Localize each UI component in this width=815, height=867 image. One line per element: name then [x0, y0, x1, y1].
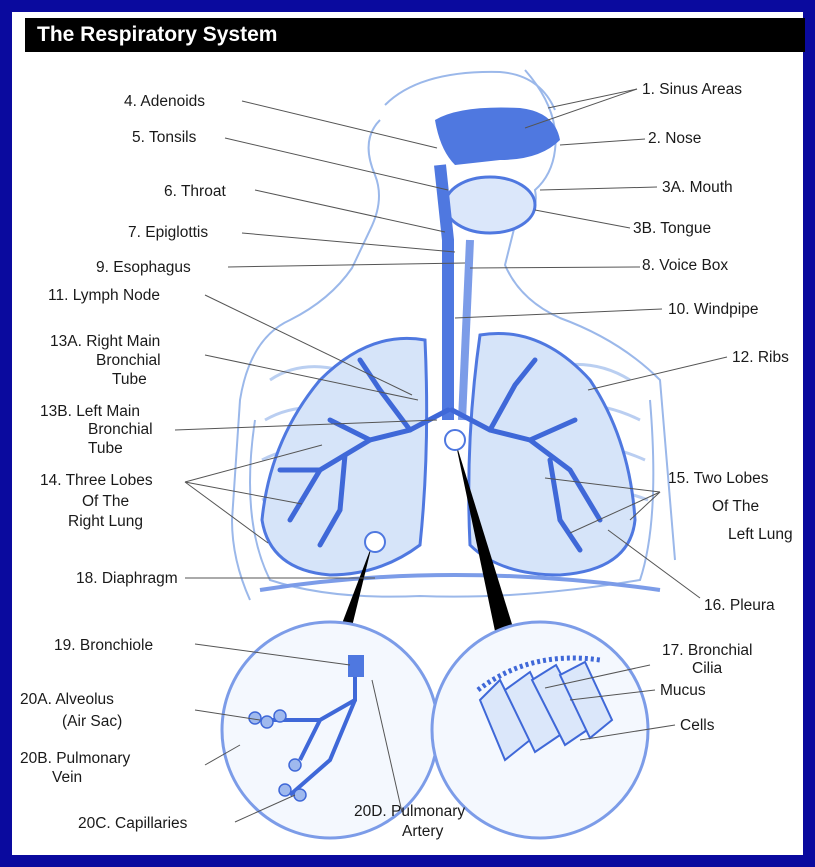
label-right-main-bronchial-1: 13A. Right Main — [50, 332, 160, 351]
label-alveolus-2: (Air Sac) — [62, 712, 122, 731]
label-bronchial-cilia-1: 17. Bronchial — [662, 641, 752, 660]
label-tonsils: 5. Tonsils — [132, 128, 196, 147]
label-tongue: 3B. Tongue — [633, 219, 711, 238]
label-bronchiole: 19. Bronchiole — [54, 636, 153, 655]
label-lymph-node: 11. Lymph Node — [48, 286, 160, 305]
label-left-main-bronchial-2: Bronchial — [88, 420, 153, 439]
label-nose: 2. Nose — [648, 129, 701, 148]
label-alveolus-1: 20A. Alveolus — [20, 690, 114, 709]
label-epiglottis: 7. Epiglottis — [128, 223, 208, 242]
label-pulmonary-vein-1: 20B. Pulmonary — [20, 749, 130, 768]
zoom-origin-right — [445, 430, 465, 450]
label-esophagus: 9. Esophagus — [96, 258, 191, 277]
label-pulmonary-artery-1: 20D. Pulmonary — [354, 802, 465, 821]
mouth-cavity — [445, 177, 535, 233]
label-windpipe: 10. Windpipe — [668, 300, 758, 319]
bronchiole-shape — [348, 655, 364, 677]
label-diaphragm: 18. Diaphragm — [76, 569, 178, 588]
label-pleura: 16. Pleura — [704, 596, 775, 615]
label-three-lobes-3: Right Lung — [68, 512, 143, 531]
label-right-main-bronchial-2: Bronchial — [96, 351, 161, 370]
label-throat: 6. Throat — [164, 182, 226, 201]
label-two-lobes-2: Of The — [712, 497, 759, 516]
label-mucus: Mucus — [660, 681, 706, 700]
diaphragm-shape — [260, 575, 660, 590]
label-left-main-bronchial-3: Tube — [88, 439, 123, 458]
label-sinus-areas: 1. Sinus Areas — [642, 80, 742, 99]
label-pulmonary-artery-2: Artery — [402, 822, 443, 841]
label-three-lobes-1: 14. Three Lobes — [40, 471, 153, 490]
label-voice-box: 8. Voice Box — [642, 256, 728, 275]
label-pulmonary-vein-2: Vein — [52, 768, 82, 787]
label-left-main-bronchial-1: 13B. Left Main — [40, 402, 140, 421]
nasal-cavity — [435, 108, 560, 166]
label-two-lobes-3: Left Lung — [728, 525, 793, 544]
label-cells: Cells — [680, 716, 714, 735]
label-mouth: 3A. Mouth — [662, 178, 733, 197]
zoom-origin-left — [365, 532, 385, 552]
label-capillaries: 20C. Capillaries — [78, 814, 187, 833]
label-adenoids: 4. Adenoids — [124, 92, 205, 111]
label-bronchial-cilia-2: Cilia — [692, 659, 722, 678]
windpipe-shape — [440, 165, 448, 420]
label-two-lobes-1: 15. Two Lobes — [668, 469, 769, 488]
label-ribs: 12. Ribs — [732, 348, 789, 367]
label-right-main-bronchial-3: Tube — [112, 370, 147, 389]
label-three-lobes-2: Of The — [82, 492, 129, 511]
esophagus-shape — [462, 240, 470, 420]
